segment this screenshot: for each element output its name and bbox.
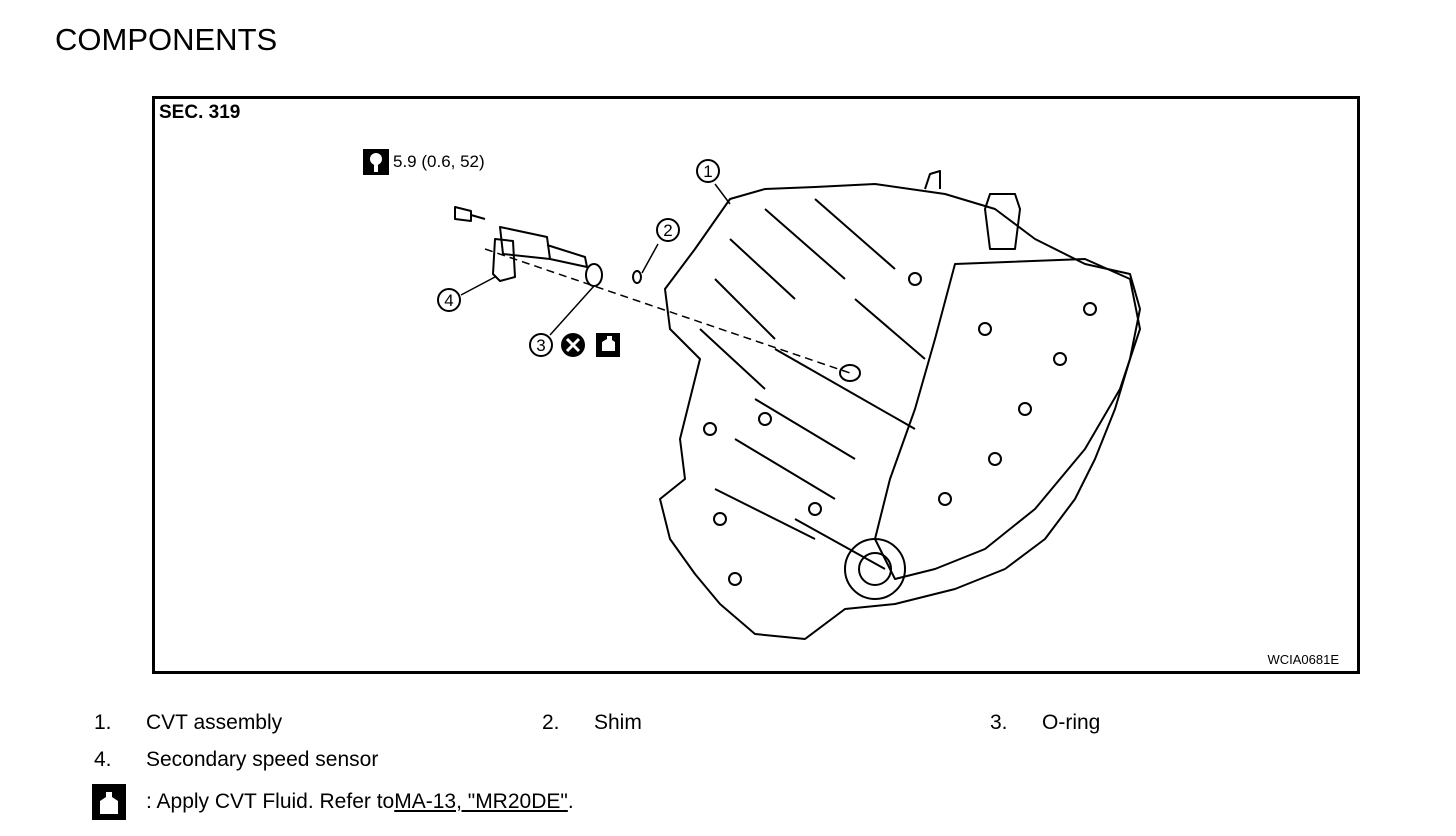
- callout-4-leader: [460, 276, 496, 296]
- breather-fitting: [924, 170, 941, 190]
- speed-sensor-body: [499, 226, 551, 260]
- legend-number: 3.: [990, 711, 1008, 734]
- components-figure: SEC. 319: [152, 96, 1360, 674]
- callout-3-text: 3: [536, 336, 545, 355]
- torque-spec: 5.9 (0.6, 52): [363, 149, 485, 175]
- bolt-boss: [713, 512, 727, 526]
- callout-1: 1: [696, 159, 720, 183]
- fluid-note-period: .: [567, 790, 574, 813]
- fluid-note: : Apply CVT Fluid. Refer to MA-13, "MR20…: [92, 784, 574, 820]
- cvt-fluid-icon: [92, 784, 126, 820]
- page-title: COMPONENTS: [55, 22, 278, 57]
- legend-label: Shim: [594, 711, 642, 734]
- legend-label: CVT assembly: [146, 711, 283, 734]
- top-connector: [984, 193, 1021, 250]
- speed-sensor-connector: [492, 238, 516, 282]
- o-ring: [585, 263, 603, 287]
- bolt-boss: [758, 412, 772, 426]
- bolt-boss: [1053, 352, 1067, 366]
- bolt-boss: [703, 422, 717, 436]
- sensor-bolt: [454, 206, 486, 222]
- callout-2-text: 2: [663, 221, 672, 240]
- callout-1-leader: [714, 183, 731, 205]
- figure-code: WCIA0681E: [1267, 652, 1339, 667]
- callout-1-text: 1: [703, 162, 712, 181]
- output-shaft-bore: [858, 552, 892, 586]
- legend-label: Secondary speed sensor: [146, 748, 379, 771]
- o-ring-leader: [549, 285, 595, 336]
- fluid-note-text: : Apply CVT Fluid. Refer to: [146, 790, 395, 813]
- callout-2: 2: [656, 218, 680, 242]
- ma-13-link[interactable]: MA-13, "MR20DE": [394, 790, 568, 813]
- speed-sensor-shaft: [546, 244, 588, 268]
- case-ribs: [699, 198, 926, 570]
- legend-number: 1.: [94, 711, 112, 734]
- bolt-boss: [908, 272, 922, 286]
- callout-3: 3: [529, 333, 553, 357]
- cvt-case-outline: [659, 183, 1141, 640]
- cvt-fluid-icon: [596, 333, 620, 357]
- sensor-port: [839, 364, 861, 382]
- cvt-exploded-drawing: 1 2 3 4: [437, 159, 1141, 640]
- do-not-reuse-icon: [561, 333, 585, 357]
- bolt-boss: [1083, 302, 1097, 316]
- legend-number: 2.: [542, 711, 560, 734]
- legend-number: 4.: [94, 748, 112, 771]
- bolt-boss: [808, 502, 822, 516]
- legend-label: O-ring: [1042, 711, 1101, 734]
- housing-flange: [874, 258, 1141, 580]
- torque-value: 5.9 (0.6, 52): [393, 152, 485, 171]
- output-shaft-seal: [844, 538, 906, 600]
- section-label: SEC. 319: [159, 102, 241, 123]
- shim-leader: [641, 243, 659, 274]
- callout-4: 4: [437, 288, 461, 312]
- bolt-boss: [988, 452, 1002, 466]
- callout-4-text: 4: [444, 291, 453, 310]
- bolt-boss: [728, 572, 742, 586]
- bolt-boss: [938, 492, 952, 506]
- bolt-boss: [978, 322, 992, 336]
- torque-wrench-icon: [363, 149, 389, 175]
- bolt-boss: [1018, 402, 1032, 416]
- shim: [632, 270, 642, 284]
